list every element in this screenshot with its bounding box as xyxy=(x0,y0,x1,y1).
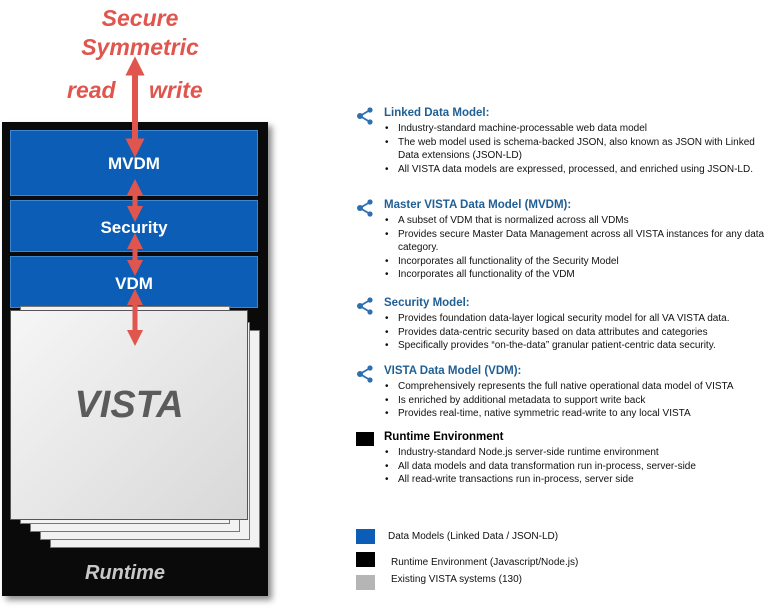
section-title: Master VISTA Data Model (MVDM): xyxy=(384,199,572,211)
bullet-list: Comprehensively represents the full nati… xyxy=(384,380,776,421)
bullet-item: Industry-standard machine-processable we… xyxy=(385,122,776,136)
section-title: Runtime Environment xyxy=(384,431,504,443)
bullet-item: All VISTA data models are expressed, pro… xyxy=(385,163,776,177)
bullet-item: Incorporates all functionality of the Se… xyxy=(385,255,776,269)
read-label: read xyxy=(67,77,116,103)
share-nodes-icon xyxy=(357,107,373,125)
legend-label: Runtime Environment (Javascript/Node.js) xyxy=(391,557,579,568)
legend-swatch xyxy=(356,575,375,590)
bullet-item: All read-write transactions run in-proce… xyxy=(385,473,776,487)
legend-swatch xyxy=(356,529,375,544)
bullet-item: Industry-standard Node.js server-side ru… xyxy=(385,446,776,460)
share-nodes-icon xyxy=(357,365,373,383)
section-title: VISTA Data Model (VDM): xyxy=(384,365,522,377)
vista-label: VISTA xyxy=(74,384,184,426)
section-4: VISTA Data Model (VDM): Comprehensively r… xyxy=(356,364,776,421)
section-3: Security Model: Provides foundation data-… xyxy=(356,296,776,353)
section-title: Security Model: xyxy=(384,297,470,309)
legend-label: Data Models (Linked Data / JSON-LD) xyxy=(388,531,559,542)
bullet-item: All data models and data transformation … xyxy=(385,460,776,474)
bullet-list: Industry-standard Node.js server-side ru… xyxy=(384,446,776,487)
section-5: Runtime EnvironmentIndustry-standard Nod… xyxy=(356,430,776,487)
diagram-title-line1: Secure xyxy=(101,5,179,31)
runtime-label: Runtime xyxy=(85,562,165,584)
bullet-list: Provides foundation data-layer logical s… xyxy=(384,312,776,353)
bullet-item: Specifically provides “on-the-data” gran… xyxy=(385,339,776,353)
section-title: Linked Data Model: xyxy=(384,107,490,119)
legend-swatch xyxy=(356,552,375,567)
bullet-item: Incorporates all functionality of the VD… xyxy=(385,268,776,282)
bullet-item: A subset of VDM that is normalized acros… xyxy=(385,214,776,228)
black-square-icon xyxy=(356,432,374,446)
bullet-item: Provides foundation data-layer logical s… xyxy=(385,312,776,326)
bullet-item: Is enriched by additional metadata to su… xyxy=(385,394,776,408)
section-2: Master VISTA Data Model (MVDM): A subset … xyxy=(356,198,776,282)
section-1: Linked Data Model: Industry-standard mach… xyxy=(356,106,776,176)
write-label: write xyxy=(149,77,203,103)
bullet-item: Provides secure Master Data Management a… xyxy=(385,228,776,255)
legend-label: Existing VISTA systems (130) xyxy=(391,574,522,585)
bullet-item: The web model used is schema-backed JSON… xyxy=(385,136,776,163)
bullet-list: A subset of VDM that is normalized acros… xyxy=(384,214,776,282)
share-nodes-icon xyxy=(357,297,373,315)
share-nodes-icon xyxy=(357,199,373,217)
bullet-item: Provides data-centric security based on … xyxy=(385,326,776,340)
bullet-list: Industry-standard machine-processable we… xyxy=(384,122,776,176)
bullet-item: Provides real-time, native symmetric rea… xyxy=(385,407,776,421)
bullet-item: Comprehensively represents the full nati… xyxy=(385,380,776,394)
diagram-title-line2: Symmetric xyxy=(81,34,199,60)
